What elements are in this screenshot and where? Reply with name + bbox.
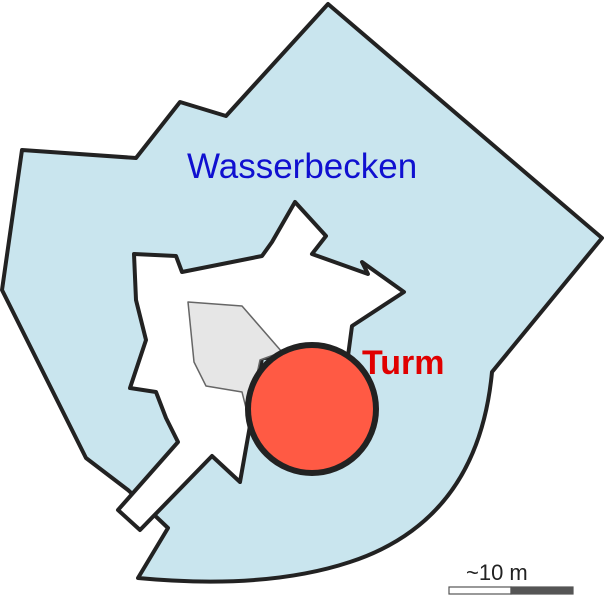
scale-bar-white-segment — [448, 586, 512, 595]
castle-island — [116, 200, 406, 532]
tower-label: Turm — [362, 344, 444, 382]
tower — [245, 342, 379, 476]
water-label: Wasserbecken — [187, 147, 417, 186]
scale-bar-dark-segment — [510, 586, 574, 595]
scale-label: ~10 m — [466, 560, 528, 585]
scale-bar: ~10 m — [448, 560, 574, 595]
